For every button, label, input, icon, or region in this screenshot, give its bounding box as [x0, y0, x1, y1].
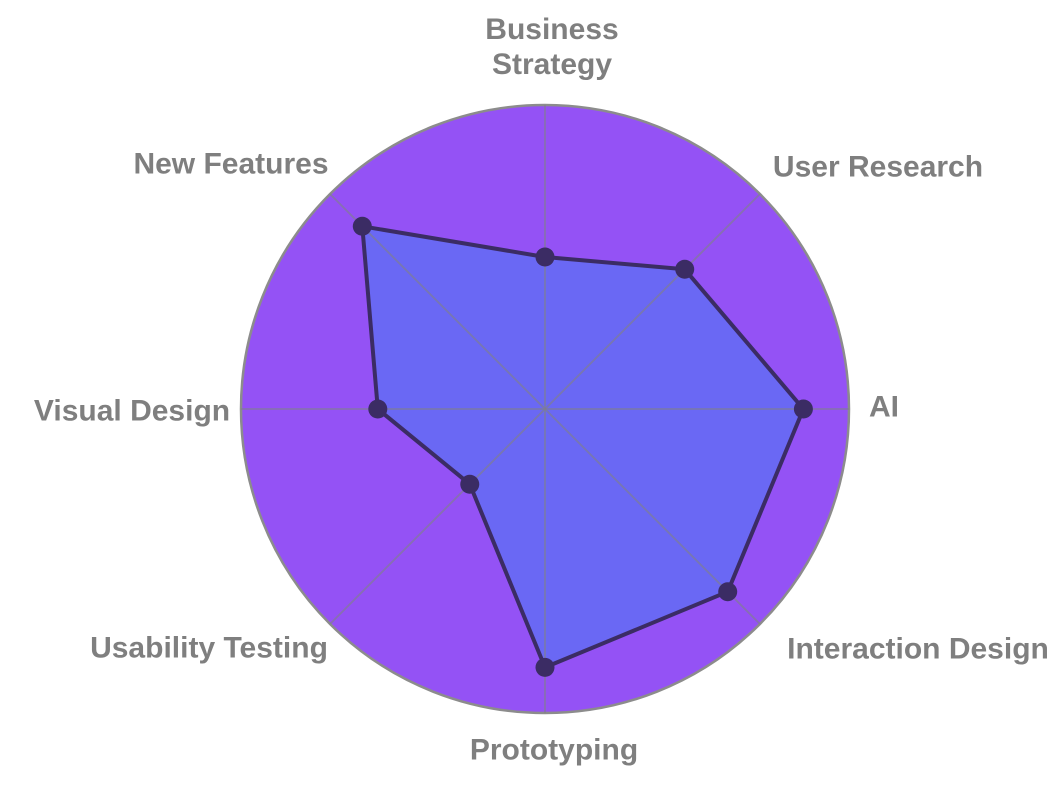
radar-data-point	[535, 657, 555, 677]
axis-label-interaction-design: Interaction Design	[787, 632, 1049, 666]
radar-data-point	[535, 247, 555, 267]
axis-label-ai: AI	[869, 390, 899, 424]
axis-label-user-research: User Research	[772, 150, 984, 184]
radar-spoke	[544, 193, 761, 410]
axis-label-business-strategy: Business Strategy	[485, 13, 619, 81]
radar-data-point	[793, 399, 813, 419]
axis-label-visual-design: Visual Design	[33, 394, 231, 428]
radar-spoke	[329, 408, 546, 625]
radar-data-point	[718, 582, 738, 602]
radar-data-point	[368, 399, 388, 419]
radar-data-point	[352, 216, 372, 236]
axis-label-new-features: New Features	[133, 147, 329, 181]
radar-data-point	[460, 474, 480, 494]
axis-label-prototyping: Prototyping	[469, 733, 639, 767]
radar-data-point	[675, 259, 695, 279]
axis-label-usability-testing: Usability Testing	[90, 631, 328, 665]
